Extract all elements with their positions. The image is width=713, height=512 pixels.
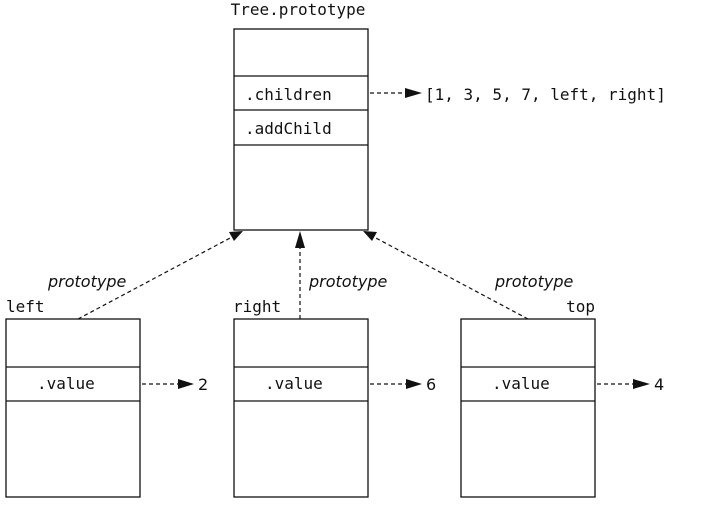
addchild-property: .addChild (245, 119, 332, 138)
prototype-label-left: prototype (47, 272, 126, 291)
prototype-label-top: prototype (494, 272, 573, 291)
node-right-label: right (233, 297, 281, 316)
prototype-arrow-right (295, 231, 305, 319)
children-property: .children (245, 85, 332, 104)
prototype-label-right: prototype (308, 272, 387, 291)
prototype-arrow-top (363, 231, 529, 320)
node-left-label: left (6, 297, 45, 316)
node-top-value: 4 (654, 375, 664, 394)
node-left-value: 2 (198, 375, 208, 394)
children-reference-arrow (370, 88, 422, 98)
node-top: top .value 4 (460, 297, 664, 498)
tree-prototype-object: Tree.prototype .children .addChild (231, 0, 369, 231)
tree-prototype-label: Tree.prototype (231, 0, 366, 19)
node-right: right .value 6 (233, 297, 436, 498)
node-right-box (233, 318, 369, 498)
node-top-box (460, 318, 596, 498)
node-right-value: 6 (426, 375, 436, 394)
node-left: left .value 2 (5, 297, 208, 498)
children-array-value: [1, 3, 5, 7, left, right] (425, 85, 666, 104)
tree-prototype-box (233, 28, 369, 231)
node-left-box (5, 318, 141, 498)
node-top-value-property: .value (492, 374, 550, 393)
node-right-value-property: .value (265, 374, 323, 393)
node-top-label: top (566, 297, 595, 316)
node-left-value-property: .value (37, 374, 95, 393)
prototype-arrow-left (77, 231, 243, 320)
